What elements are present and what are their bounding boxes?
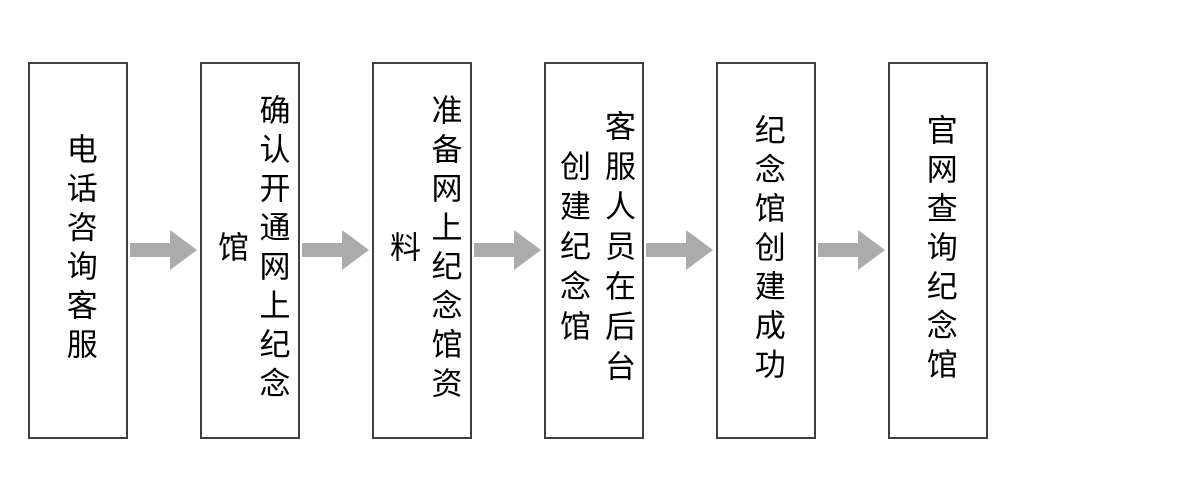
block-arrow-right-icon xyxy=(302,230,369,270)
flow-arrow-4 xyxy=(644,227,716,273)
flow-step-4[interactable]: 客服人员在后台创建纪念馆 xyxy=(544,61,644,439)
flow-step-1[interactable]: 电话咨询客服 xyxy=(28,61,128,439)
flow-step-6-label: 官网查询纪念馆 xyxy=(920,113,957,387)
flow-step-6[interactable]: 官网查询纪念馆 xyxy=(888,61,988,439)
flow-arrow-5 xyxy=(816,227,888,273)
block-arrow-right-icon xyxy=(130,230,197,270)
flow-step-1-label: 电话咨询客服 xyxy=(60,133,97,367)
flow-step-2-label: 确认开通网上纪念馆 xyxy=(212,94,290,406)
block-arrow-right-icon xyxy=(818,230,885,270)
flow-arrow-1 xyxy=(128,227,200,273)
flow-step-2[interactable]: 确认开通网上纪念馆 xyxy=(200,61,300,439)
flow-step-3-label: 准备网上纪念馆资料 xyxy=(384,94,462,406)
block-arrow-right-icon xyxy=(474,230,541,270)
flow-step-5[interactable]: 纪念馆创建成功 xyxy=(716,61,816,439)
flow-step-5-label: 纪念馆创建成功 xyxy=(748,113,785,387)
flow-step-4-label: 客服人员在后台创建纪念馆 xyxy=(554,110,635,390)
flow-arrow-3 xyxy=(472,227,544,273)
flow-arrow-2 xyxy=(300,227,372,273)
block-arrow-right-icon xyxy=(646,230,713,270)
flow-step-3[interactable]: 准备网上纪念馆资料 xyxy=(372,61,472,439)
